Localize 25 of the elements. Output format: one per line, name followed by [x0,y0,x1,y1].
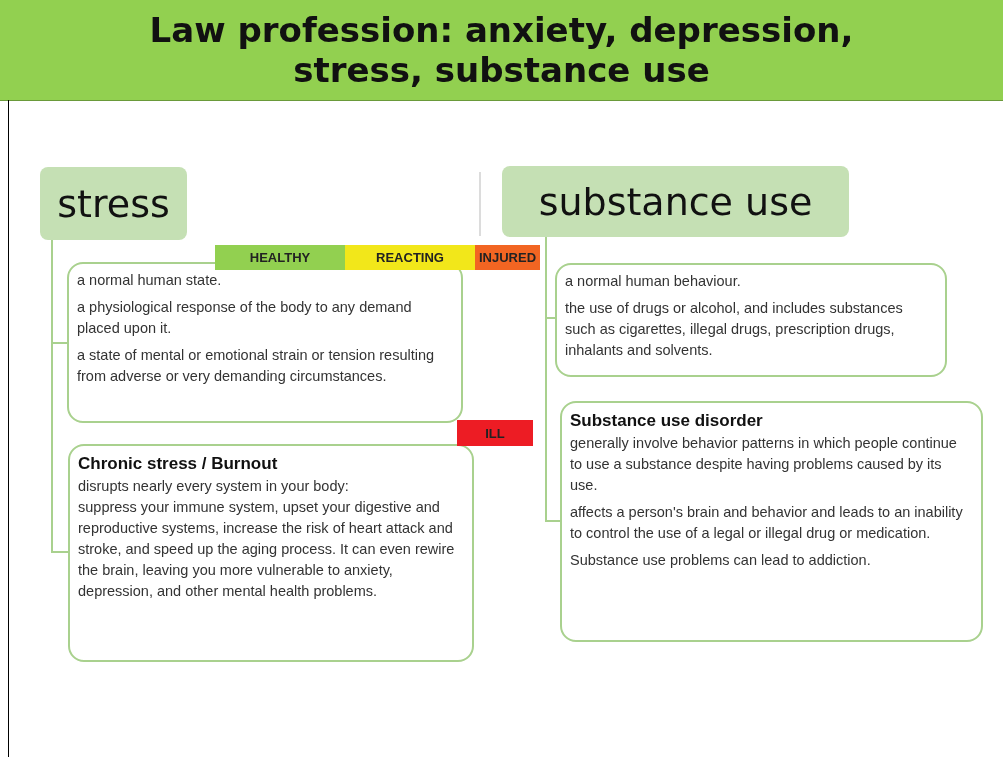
body-text: Substance use problems can lead to addiction. [570,551,872,570]
text-card [555,263,947,377]
body-text: disrupts nearly every system in your body: [78,477,350,496]
card-heading: Substance use disorder [570,410,764,432]
connector-line [545,236,561,522]
body-text: suppress your immune system, upset your digestive and reproductive systems, increase the risk of heart attack and stroke, and speed up the aging process. It can even rewire the brain, leaving you more vulnerable to anxiety, depression, and other mental health problems. [78,498,456,601]
body-text: the use of drugs or alcohol, and includes substances such as cigarettes, illegal drugs, prescription drugs, inhalants and solvents. [565,299,904,360]
body-text: affects a person's brain and behavior and leads to an inability to control the use of a legal or illegal drug or medication. [570,503,964,543]
body-text: a normal human state. [77,271,223,290]
body-text: generally involve behavior patterns in which people continue to use a substance despite having problems caused by its use. [570,434,958,495]
body-text: a normal human behaviour. [565,272,742,291]
status-label: REACTING [345,245,475,270]
status-label: ILL [457,420,533,446]
text-card [560,401,983,642]
topic-heading-box: substance use [502,166,849,237]
topic-heading-box: stress [40,167,187,240]
connector-line [51,239,69,553]
status-label: INJURED [475,245,540,270]
body-text: a physiological response of the body to any demand placed upon it. [77,298,413,338]
text-card [67,262,463,423]
card-heading: Chronic stress / Burnout [78,453,279,475]
slide-title: Law profession: anxiety, depression, stress, substance use [148,10,855,90]
body-text: a state of mental or emotional strain or tension resulting from adverse or very demanding circumstances. [77,346,436,386]
status-label: HEALTHY [215,245,345,270]
text-card [68,444,474,662]
